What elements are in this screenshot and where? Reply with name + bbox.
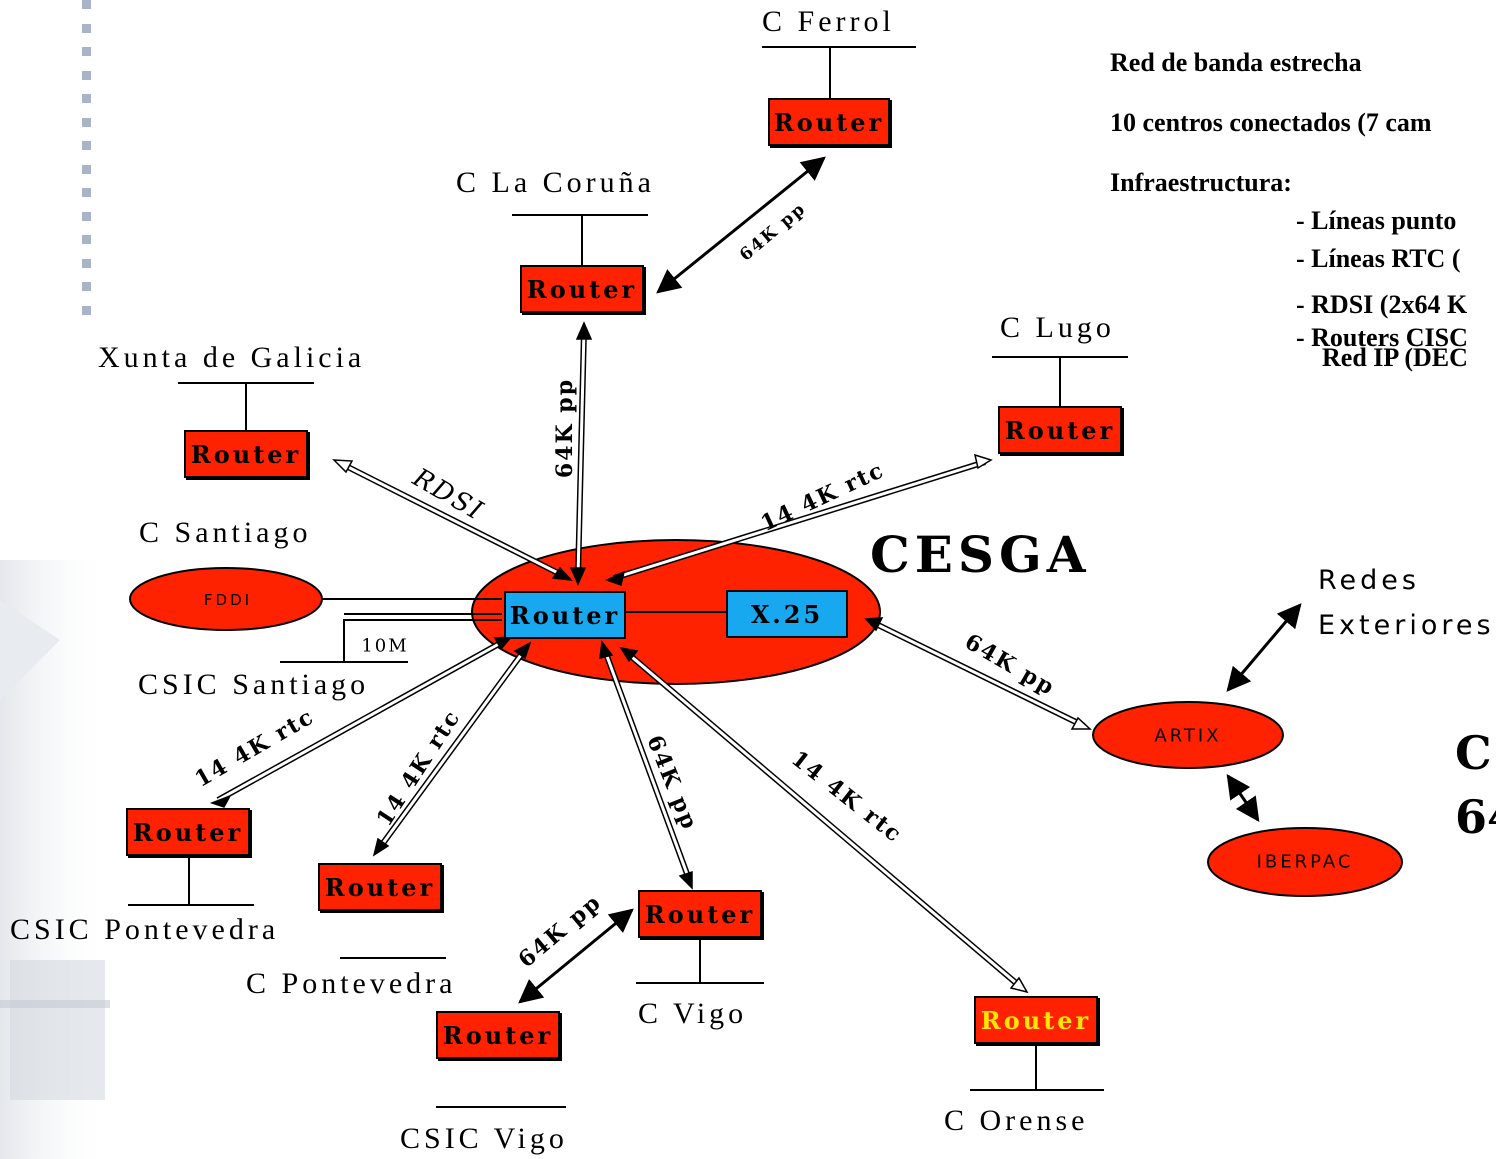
link-redes-exteriores bbox=[1226, 603, 1302, 692]
router-la-coruna: Router bbox=[520, 265, 644, 313]
label-c-la-coruna: C La Coruña bbox=[456, 166, 655, 199]
label-c-santiago: C Santiago bbox=[139, 516, 312, 549]
info-line-infra: Infraestructura: bbox=[1110, 168, 1292, 197]
router-cesga: Router bbox=[504, 591, 626, 639]
iberpac-ellipse bbox=[1207, 827, 1403, 897]
router-c-pontevedra: Router bbox=[318, 863, 442, 911]
link-label-coruna: 64K pp bbox=[552, 377, 579, 479]
site-connectors bbox=[128, 46, 1128, 1108]
label-xunta: Xunta de Galicia bbox=[98, 341, 366, 374]
link-pontevedra-vigo bbox=[518, 908, 634, 1004]
hollow-links bbox=[209, 321, 1092, 994]
label-redes: Redes bbox=[1318, 565, 1420, 596]
router-lugo: Router bbox=[998, 406, 1122, 454]
point-to-point-links bbox=[518, 156, 1302, 1004]
label-c-vigo: C Vigo bbox=[638, 997, 748, 1030]
label-csic-pontevedra: CSIC Pontevedra bbox=[10, 913, 280, 946]
artix-ellipse bbox=[1092, 701, 1284, 769]
link-ferrol bbox=[656, 156, 826, 294]
router-xunta: Router bbox=[184, 430, 308, 478]
label-cesga: CESGA bbox=[870, 525, 1091, 584]
router-c-vigo: Router bbox=[638, 890, 762, 938]
info-item-routers: - Routers CISC bbox=[1296, 323, 1468, 352]
info-item-red-ip: Red IP (DEC bbox=[1322, 343, 1468, 372]
info-item-lineas-rtc: - Líneas RTC ( bbox=[1296, 244, 1461, 273]
x25-node: X.25 bbox=[726, 590, 848, 638]
bullet-column bbox=[82, 0, 91, 315]
router-csic-vigo: Router bbox=[436, 1011, 560, 1059]
info-item-rdsi: - RDSI (2x64 K bbox=[1296, 290, 1468, 319]
label-c-ferrol: C Ferrol bbox=[762, 5, 895, 38]
router-csic-pontevedra: Router bbox=[126, 808, 250, 856]
link-artix-iberpac bbox=[1226, 774, 1260, 822]
decorative-background bbox=[0, 560, 110, 1159]
router-c-orense: Router bbox=[974, 996, 1098, 1044]
router-ferrol: Router bbox=[768, 98, 890, 146]
label-csic-santiago: CSIC Santiago bbox=[138, 668, 370, 701]
iberpac-label: IBERPAC bbox=[1256, 851, 1354, 873]
info-line-centros: 10 centros conectados (7 cam bbox=[1110, 108, 1432, 137]
info-item-lineas-punto: - Líneas punto bbox=[1296, 206, 1457, 235]
artix-label: ARTIX bbox=[1154, 725, 1222, 747]
fddi-label: FDDI bbox=[203, 591, 253, 609]
side-text-line1: C bbox=[1455, 726, 1492, 780]
hollow-arrowheads bbox=[209, 321, 1092, 994]
ten-m-label: 10M bbox=[361, 635, 409, 657]
label-exteriores: Exteriores bbox=[1318, 610, 1495, 641]
side-text-line2: 64 bbox=[1455, 790, 1496, 844]
label-csic-vigo: CSIC Vigo bbox=[400, 1122, 568, 1155]
label-c-pontevedra: C Pontevedra bbox=[246, 967, 457, 1000]
label-c-lugo: C Lugo bbox=[1000, 311, 1115, 344]
info-line-red: Red de banda estrecha bbox=[1110, 48, 1362, 77]
label-c-orense: C Orense bbox=[944, 1104, 1089, 1137]
